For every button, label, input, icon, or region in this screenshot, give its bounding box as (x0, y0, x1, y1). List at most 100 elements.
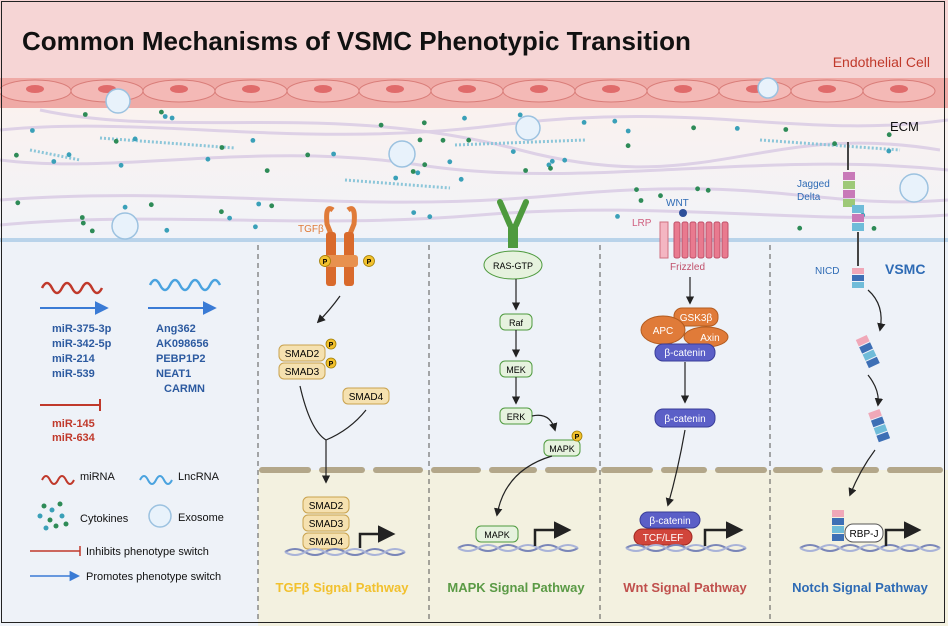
mirna-legend-icon (41, 475, 75, 485)
inhibit-mirna-1: miR-634 (52, 432, 96, 444)
cytokine-dot (466, 137, 472, 143)
endothelial-nucleus (602, 85, 620, 93)
wnt-transcription-icon (703, 521, 744, 546)
cytokine-dot (331, 151, 336, 157)
endothelial-layer (0, 78, 948, 108)
nuclear-nicd (832, 510, 844, 541)
mapk-active-box (543, 439, 581, 457)
cytokine-dot (66, 152, 72, 158)
wnt-ligand (679, 209, 687, 217)
inhibits-legend-label: Inhibits phenotype switch (86, 546, 209, 558)
gsk3b-node (673, 307, 719, 327)
nicd-fragment-1 (855, 334, 880, 369)
erk-label: ERK (507, 412, 526, 422)
endothelial-nucleus (314, 85, 332, 93)
smad2-phospho-label: P (329, 342, 334, 349)
mapk-arrow-4 (531, 414, 558, 432)
notch-dna-icon (799, 544, 941, 552)
cytokine-dot (440, 137, 446, 143)
axin-label: Axin (700, 333, 719, 344)
cytokine-dot (269, 203, 275, 209)
bcatenin-free-label: β-catenin (664, 414, 705, 425)
cytokines-legend-label: Cytokines (80, 513, 129, 525)
mapk-phospho-label: P (575, 434, 580, 441)
nuclear-mapk-label: MAPK (484, 530, 510, 540)
cytokine-dot (695, 186, 700, 192)
cytokine-dot (421, 120, 427, 126)
cytokine-dot (447, 159, 453, 165)
mirna-wave-icon (40, 281, 104, 295)
cytokine-dot (612, 118, 618, 124)
promote-lncrna-0: Ang362 (156, 323, 196, 335)
mapk-transcription-icon (533, 521, 572, 546)
ecm-cytokine-dots (14, 109, 892, 234)
cytokine-dot (871, 226, 877, 231)
lncrna-legend-label: LncRNA (178, 471, 220, 483)
nicd-label: NICD (815, 266, 839, 277)
rbpj-label: RBP-J (850, 529, 879, 540)
cytokine-dot (132, 136, 138, 142)
nuclear-smad2-label: SMAD2 (309, 501, 344, 512)
cytokine-dot (219, 145, 225, 150)
cytokine-dot (705, 187, 711, 193)
exosome-group (105, 77, 929, 240)
cytokine-dot (886, 132, 892, 138)
cytokine-dot (305, 152, 311, 158)
notch-pathway: Jagged Delta NICD RBP-J (792, 142, 941, 595)
bcatenin-complex-node (654, 343, 716, 362)
mapk-arrow-5 (494, 455, 553, 517)
cytokine-dot (462, 115, 467, 121)
cytokine-dot (82, 112, 88, 117)
notch-arrow-3 (848, 449, 876, 497)
endothelial-nucleus (890, 85, 908, 93)
notch-receptor (852, 205, 864, 288)
mirna-legend-label: miRNA (80, 471, 115, 483)
legend-panel: miR-375-3p miR-342-5p miR-214 miR-539 An… (30, 278, 224, 583)
cytokine-dot (411, 210, 417, 216)
mek-label: MEK (506, 365, 526, 375)
cytokine-dot (15, 200, 21, 206)
apc-label: APC (653, 326, 674, 337)
lrp-receptor (659, 221, 669, 259)
bcatenin-complex-label: β-catenin (664, 348, 705, 359)
smad2-box (278, 344, 326, 362)
endothelial-label: Endothelial Cell (833, 54, 930, 70)
tgfb-dna-icon (284, 548, 406, 556)
cytokine-dot (219, 209, 224, 215)
cytokine-dot (148, 202, 154, 208)
tgfb-receptor (322, 206, 358, 286)
smad3-phospho-label: P (329, 361, 334, 368)
nucleus-band (258, 470, 948, 626)
wnt-pathway-title: Wnt Signal Pathway (623, 580, 747, 595)
endothelial-nucleus (170, 85, 188, 93)
notch-arrow-2 (867, 374, 884, 407)
cytokine-dot (886, 148, 892, 154)
promote-lncrna-2: PEBP1P2 (156, 353, 206, 365)
cytokine-dot (79, 215, 85, 220)
endothelial-nucleus (386, 85, 404, 93)
cytokine-dot (256, 201, 262, 207)
tgfb-phospho-right-label: P (367, 259, 372, 266)
nuclear-smad3-label: SMAD3 (309, 519, 344, 530)
ras-gtp-node (483, 250, 543, 280)
lrp-label: LRP (632, 218, 652, 229)
smad4-box (342, 387, 390, 405)
cytokine-dot (638, 198, 644, 203)
mapk-receptor (497, 199, 529, 248)
mapk-pathway-title: MAPK Signal Pathway (447, 580, 585, 595)
cytokine-dot (615, 214, 620, 219)
wnt-pathway: WNT LRP Frizzled GSK3β APC Axin β-cateni… (623, 198, 747, 595)
mapk-pathway: RAS-GTP Raf MEK ERK MAPK P MAPK MAPK Sig… (447, 199, 585, 595)
promote-lncrna-4: CARMN (164, 383, 205, 395)
cytokine-dot (581, 120, 587, 125)
cytokine-dot (427, 214, 433, 220)
rbpj-node (844, 523, 884, 543)
notch-arrow-1 (867, 289, 886, 332)
cytokine-dot (118, 162, 124, 168)
promote-mirna-0: miR-375-3p (52, 323, 112, 335)
cytokine-dot (625, 143, 631, 149)
mapk-phospho (571, 430, 583, 442)
lncrna-wave-icon (148, 278, 222, 292)
